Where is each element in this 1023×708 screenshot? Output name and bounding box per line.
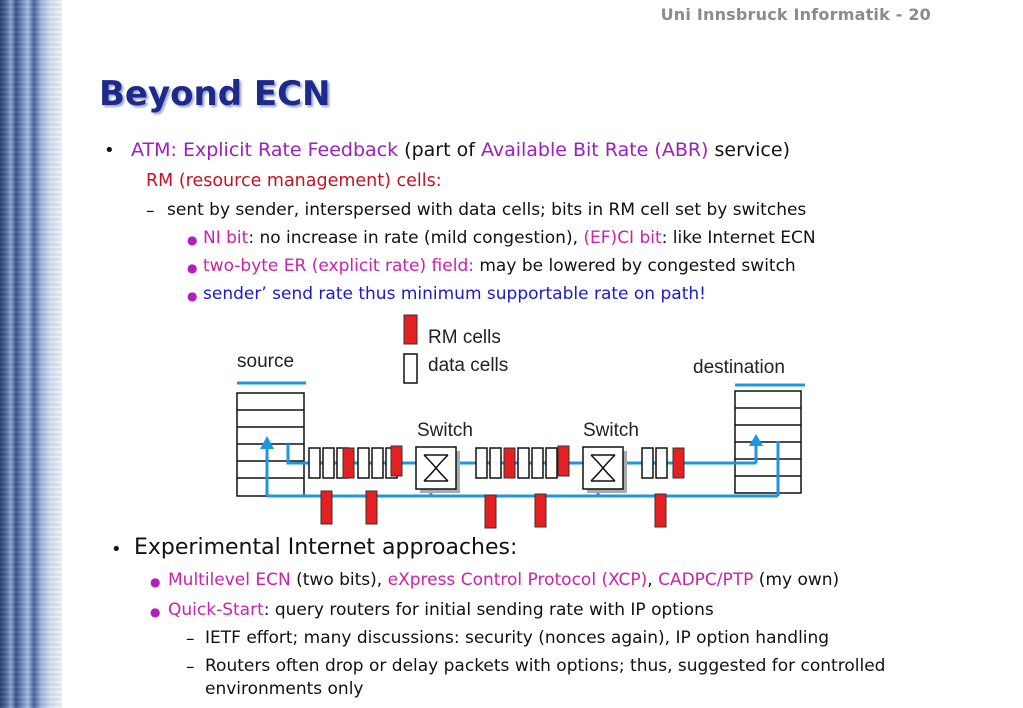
routers-text-line2: environments only (205, 679, 364, 699)
forward-arrowhead (749, 434, 763, 446)
er-field-item: two-byte ER (explicit rate) field: may b… (203, 256, 796, 276)
bullet-marker: ● (150, 605, 161, 619)
switch1-box (415, 446, 460, 493)
rm-cells-heading: RM (resource management) cells: (146, 171, 442, 191)
slide-title: Beyond ECN (99, 74, 331, 114)
atm-bullet: ATM: Explicit Rate Feedback (part of Ava… (131, 139, 790, 161)
switch2-label: Switch (583, 420, 639, 441)
bullet-marker: • (104, 140, 115, 161)
bullet-marker: ● (187, 261, 198, 275)
my-own-text: (my own) (753, 570, 840, 590)
experimental-heading: Experimental Internet approaches: (134, 535, 518, 560)
bullet-marker: ● (187, 233, 198, 247)
bullet-marker: ● (150, 575, 161, 589)
ni-bit-desc: : no increase in rate (mild congestion), (248, 228, 584, 248)
forward-cells (308, 445, 685, 479)
switch2-box (582, 446, 627, 493)
dash-marker: – (186, 657, 195, 677)
abr-label: Available Bit Rate (ABR) (480, 139, 709, 161)
atm-part-of: (part of (398, 139, 481, 161)
two-bits-text: (two bits), (290, 570, 388, 590)
switch1-label: Switch (417, 420, 473, 441)
legend-rm-cell-swatch (403, 314, 418, 345)
quick-start-desc: : query routers for initial sending rate… (263, 600, 714, 620)
ni-bit-label: NI bit (203, 228, 249, 248)
multilevel-ecn-item: Multilevel ECN (two bits), eXpress Contr… (168, 570, 839, 590)
sent-by-sender-text: sent by sender, interspersed with data c… (167, 200, 807, 220)
sender-rate-item: sender’ send rate thus minimum supportab… (203, 284, 706, 304)
quick-start-label: Quick-Start (168, 600, 264, 620)
cadpc-label: CADPC/PTP (658, 570, 754, 590)
decorative-side-stripe (0, 0, 62, 708)
bullet-marker: ● (187, 289, 198, 303)
destination-host (734, 383, 805, 494)
ietf-effort-text: IETF effort; many discussions: security … (205, 628, 830, 648)
atm-lead: ATM: Explicit Rate Feedback (131, 139, 399, 161)
legend-data-cells-label: data cells (428, 355, 508, 376)
slide-footer: Uni Innsbruck Informatik - 20 (660, 5, 931, 24)
atm-service: service) (708, 139, 790, 161)
routers-text-line1: Routers often drop or delay packets with… (205, 656, 886, 676)
dash-marker: – (146, 201, 155, 221)
atm-abr-diagram: RM cells data cells source destination S… (236, 313, 807, 530)
dash-marker: – (186, 629, 195, 649)
backward-rm-cells (320, 490, 667, 529)
source-host (236, 381, 306, 497)
multilevel-ecn-label: Multilevel ECN (168, 570, 291, 590)
source-label: source (237, 351, 294, 372)
quick-start-item: Quick-Start: query routers for initial s… (168, 600, 714, 620)
backward-arrowhead (260, 436, 274, 449)
bullet-marker: • (111, 539, 122, 560)
ni-bit-item: NI bit: no increase in rate (mild conges… (203, 228, 816, 248)
er-field-desc: may be lowered by congested switch (473, 256, 796, 276)
ci-bit-label: (EF)CI bit (583, 228, 662, 248)
ci-bit-desc: : like Internet ECN (661, 228, 816, 248)
legend-data-cell-swatch (403, 353, 418, 384)
er-field-label: two-byte ER (explicit rate) field: (203, 256, 474, 276)
legend-rm-cells-label: RM cells (428, 327, 501, 348)
comma-text: , (647, 570, 659, 590)
destination-label: destination (693, 357, 785, 378)
xcp-label: eXpress Control Protocol (XCP) (387, 570, 648, 590)
